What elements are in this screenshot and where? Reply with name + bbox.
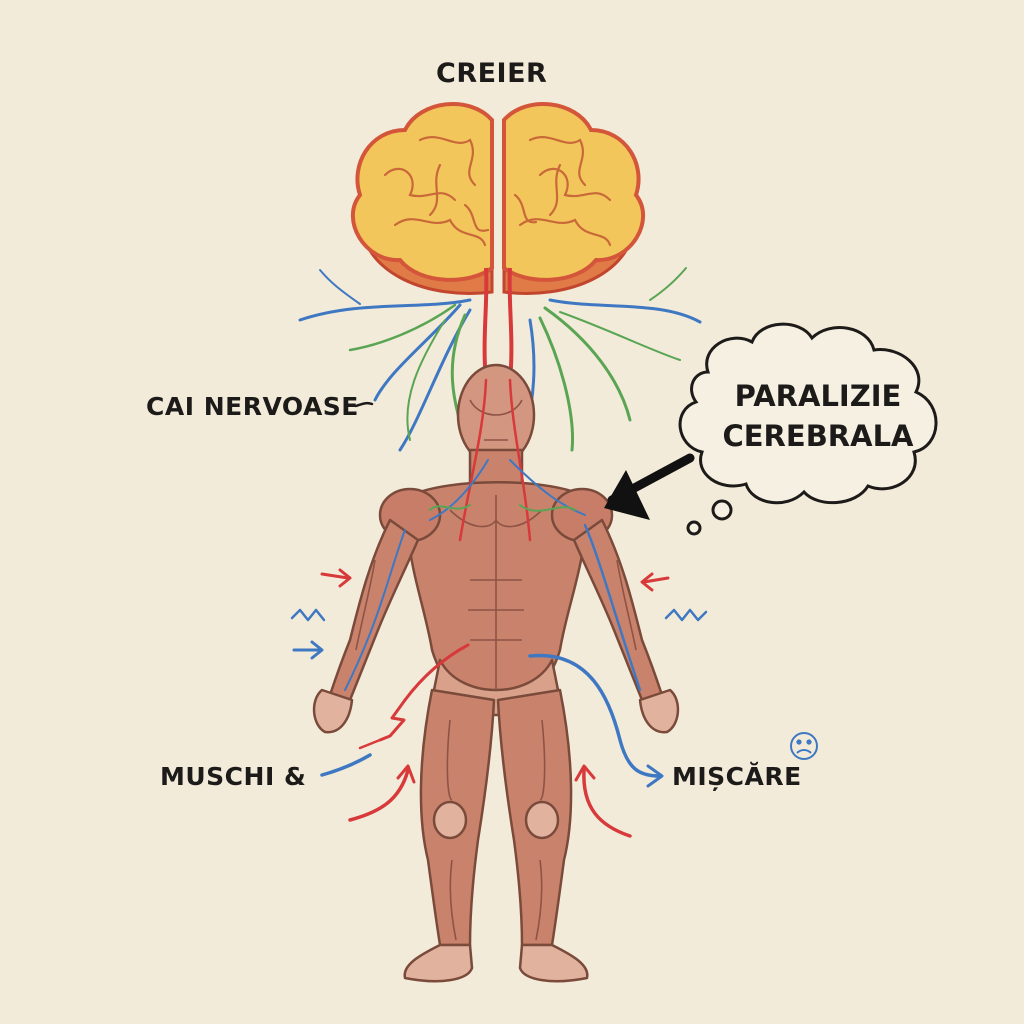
brain-label: CREIER bbox=[436, 58, 548, 89]
arrow-icon bbox=[604, 453, 695, 520]
thought-cloud bbox=[678, 322, 938, 536]
motion-arrows bbox=[290, 568, 708, 838]
nerves-label: CAI NERVOASE bbox=[146, 392, 359, 421]
brain-illustration bbox=[350, 102, 646, 381]
body-nerves bbox=[344, 378, 642, 692]
sad-face-icon bbox=[790, 732, 818, 760]
nerves-connector bbox=[354, 401, 374, 408]
muscle-details bbox=[355, 399, 637, 941]
muscles-label: MUSCHI & bbox=[160, 762, 307, 791]
condition-line-1: PARALIZIE bbox=[734, 379, 902, 413]
condition-label: PARALIZIE CEREBRALA bbox=[700, 376, 936, 456]
movement-label: MIȘCĂRE bbox=[672, 762, 802, 791]
muscular-body bbox=[312, 363, 680, 983]
condition-line-2: CEREBRALA bbox=[722, 419, 914, 453]
